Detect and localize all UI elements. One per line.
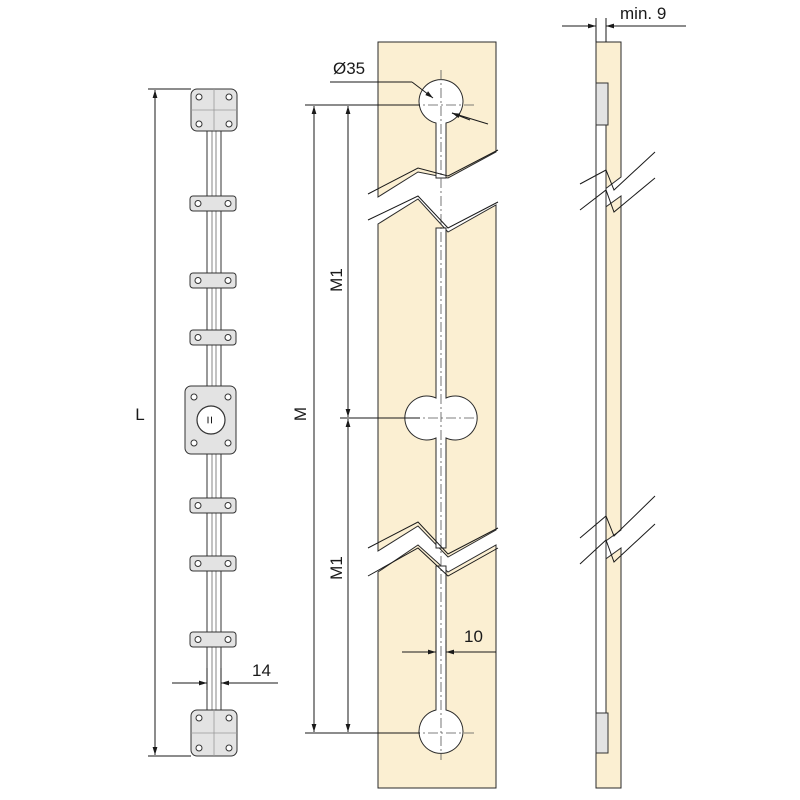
dimension-hole-diameter: Ø35 [330,59,489,125]
panel-side-view [579,41,656,789]
guide-clip [189,272,237,289]
dimension-mortise-length: M [291,104,420,734]
break-line-icon [579,177,656,213]
break-line-icon [367,149,499,195]
dimension-section-upper: M1 [327,106,420,419]
screw-icon [225,714,233,722]
screw-icon [225,744,233,752]
dimension-groove-width: 10 [402,627,496,660]
dimension-section-lower-label: M1 [327,556,346,580]
dimension-groove-width-label: 10 [464,627,483,646]
lock-cylinder-icon [196,405,226,435]
screw-icon [225,120,233,128]
break-line-icon [579,523,656,565]
guide-clip [189,497,237,514]
dimension-length-label: L [135,405,144,424]
break-line-icon [579,495,656,539]
dimension-hole-diameter-label: Ø35 [333,59,365,78]
dimension-bar-width-label: 14 [252,661,271,680]
break-line-icon [367,195,499,229]
dimension-min-thickness-label: min. 9 [620,4,666,23]
screw-icon [190,439,198,447]
screw-icon [190,393,198,401]
dimension-min-thickness: min. 9 [562,4,686,42]
dimension-mortise-length-label: M [291,407,310,421]
break-line-icon [367,547,499,577]
top-end-plate [190,88,238,132]
screw-icon [224,393,232,401]
bar-assembly: = [184,88,238,757]
screw-icon [224,439,232,447]
side-end-fitting-top [595,82,609,126]
lock-symbol: = [202,416,218,424]
break-line-icon [367,521,499,555]
side-end-fitting-bottom [595,712,609,754]
guide-clip [189,631,237,648]
guide-clip [189,329,237,346]
groove-middle [404,227,478,549]
dimension-bar-width: 14 [172,661,278,690]
bottom-end-plate [190,709,238,757]
screw-icon [225,93,233,101]
dimension-section-upper-label: M1 [327,268,346,292]
screw-icon [195,744,203,752]
central-lock: = [184,385,237,455]
panel-front-view [367,41,499,789]
screw-icon [195,120,203,128]
screw-icon [195,714,203,722]
side-bar-strip [595,82,607,754]
guide-clip [189,195,237,212]
break-line-icon [579,151,656,191]
guide-clip [189,555,237,572]
dimension-length: L [135,88,191,757]
screw-icon [195,93,203,101]
dimension-section-lower: M1 [327,419,351,732]
